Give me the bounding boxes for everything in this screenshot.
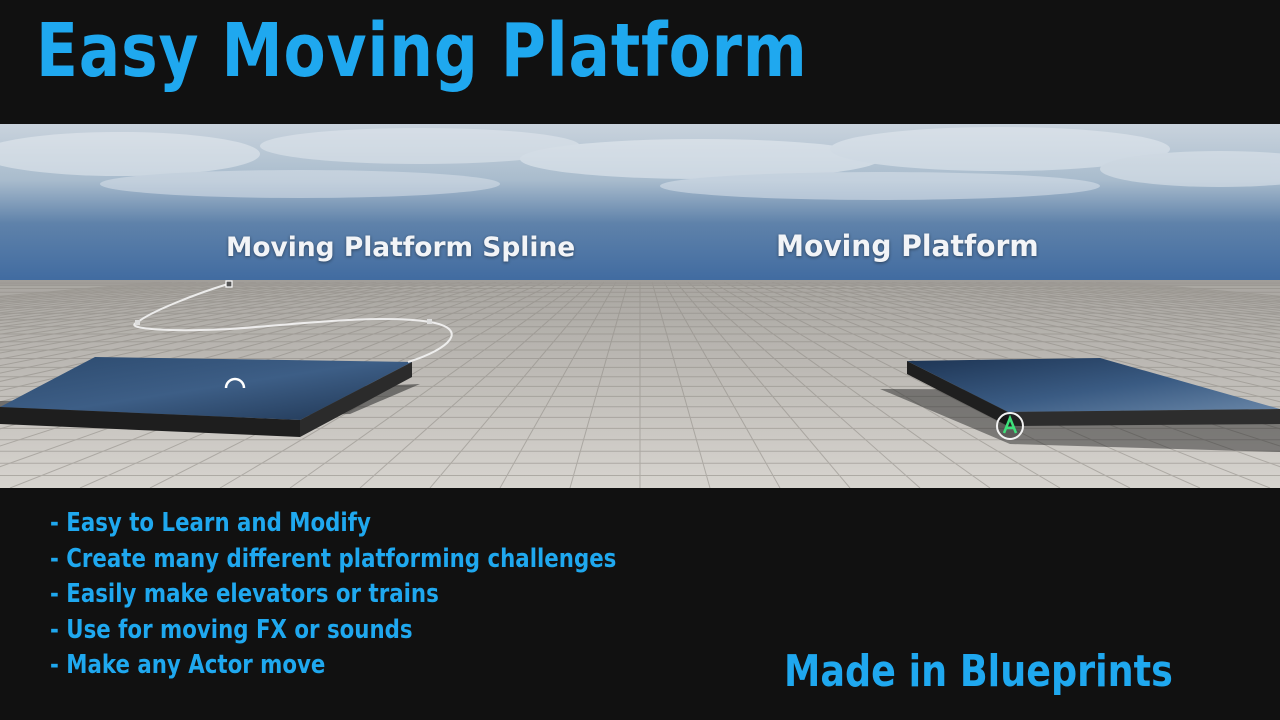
made-in-blueprints-tagline: Made in Blueprints [784, 646, 1173, 697]
viewport-scene [0, 124, 1280, 488]
feature-item: - Easily make elevators or trains [50, 579, 439, 609]
moving-platform[interactable] [880, 358, 1280, 452]
feature-item: - Create many different platforming chal… [50, 543, 617, 574]
feature-item: - Use for moving FX or sounds [50, 614, 413, 645]
game-viewport[interactable]: Moving Platform Spline Moving Platform [0, 124, 1280, 488]
spline-platform[interactable] [0, 357, 420, 437]
actor-gizmo-icon[interactable] [996, 412, 1024, 440]
spline-path [133, 280, 453, 363]
spline-platform-label: Moving Platform Spline [226, 232, 576, 263]
banner-title: Easy Moving Platform [36, 8, 808, 94]
feature-item: - Make any Actor move [50, 650, 326, 680]
feature-list: - Easy to Learn and Modify - Create many… [50, 506, 616, 684]
feature-item: - Easy to Learn and Modify [50, 508, 371, 538]
clouds [0, 127, 1280, 200]
moving-platform-label: Moving Platform [776, 229, 1039, 263]
